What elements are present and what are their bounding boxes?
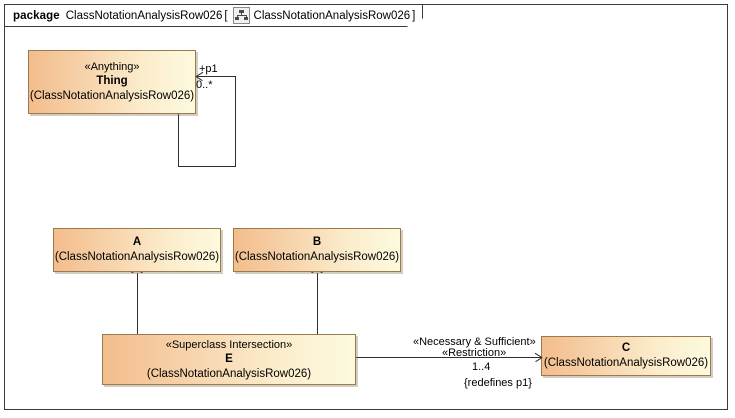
class-qualifier: (ClassNotationAnalysisRow026) (29, 90, 195, 102)
class-name: Thing (96, 75, 128, 87)
class-name: B (312, 236, 322, 248)
thing-self-assoc-segment-bottom (178, 166, 236, 167)
thing-self-assoc-segment-top (196, 76, 236, 77)
class-box-b[interactable]: B (ClassNotationAnalysisRow026) (233, 228, 401, 272)
thing-self-assoc-segment-down (178, 114, 179, 167)
package-name: ClassNotationAnalysisRow026 (65, 9, 223, 22)
class-box-thing[interactable]: «Anything» Thing (ClassNotationAnalysisR… (28, 50, 196, 114)
association-stereotype-necessary-sufficient: «Necessary & Sufficient» (413, 336, 536, 348)
class-box-a[interactable]: A (ClassNotationAnalysisRow026) (53, 228, 221, 272)
generalization-line-e-to-a (137, 272, 138, 334)
class-box-c[interactable]: C (ClassNotationAnalysisRow026) (541, 336, 711, 376)
bracket-close: ] (412, 9, 416, 22)
package-tab: package ClassNotationAnalysisRow026 [ Cl… (4, 4, 424, 27)
package-keyword: package (13, 9, 60, 22)
package-diagram-name: ClassNotationAnalysisRow026 (253, 9, 411, 22)
class-qualifier: (ClassNotationAnalysisRow026) (543, 357, 709, 369)
association-line-e-to-c (356, 357, 542, 358)
class-diagram-icon (232, 7, 250, 24)
class-stereotype: «Anything» (84, 61, 140, 73)
thing-self-assoc-segment-up (235, 76, 236, 167)
association-multiplicity-label: 1..4 (472, 361, 491, 373)
bracket-open: [ (224, 9, 228, 22)
class-name: A (132, 236, 142, 248)
association-constraint-label: {redefines p1} (464, 377, 532, 389)
association-stereotype-restriction: «Restriction» (442, 347, 507, 359)
class-qualifier: (ClassNotationAnalysisRow026) (234, 251, 400, 263)
class-box-e[interactable]: «Superclass Intersection» E (ClassNotati… (102, 334, 356, 385)
class-qualifier: (ClassNotationAnalysisRow026) (54, 251, 220, 263)
generalization-line-e-to-b (317, 272, 318, 334)
thing-self-assoc-multiplicity-label: 0..* (196, 79, 213, 91)
class-name: C (621, 342, 631, 354)
class-stereotype: «Superclass Intersection» (165, 338, 293, 351)
class-name: E (225, 352, 233, 365)
thing-self-assoc-role-label: +p1 (199, 63, 218, 75)
class-qualifier: (ClassNotationAnalysisRow026) (146, 367, 312, 380)
